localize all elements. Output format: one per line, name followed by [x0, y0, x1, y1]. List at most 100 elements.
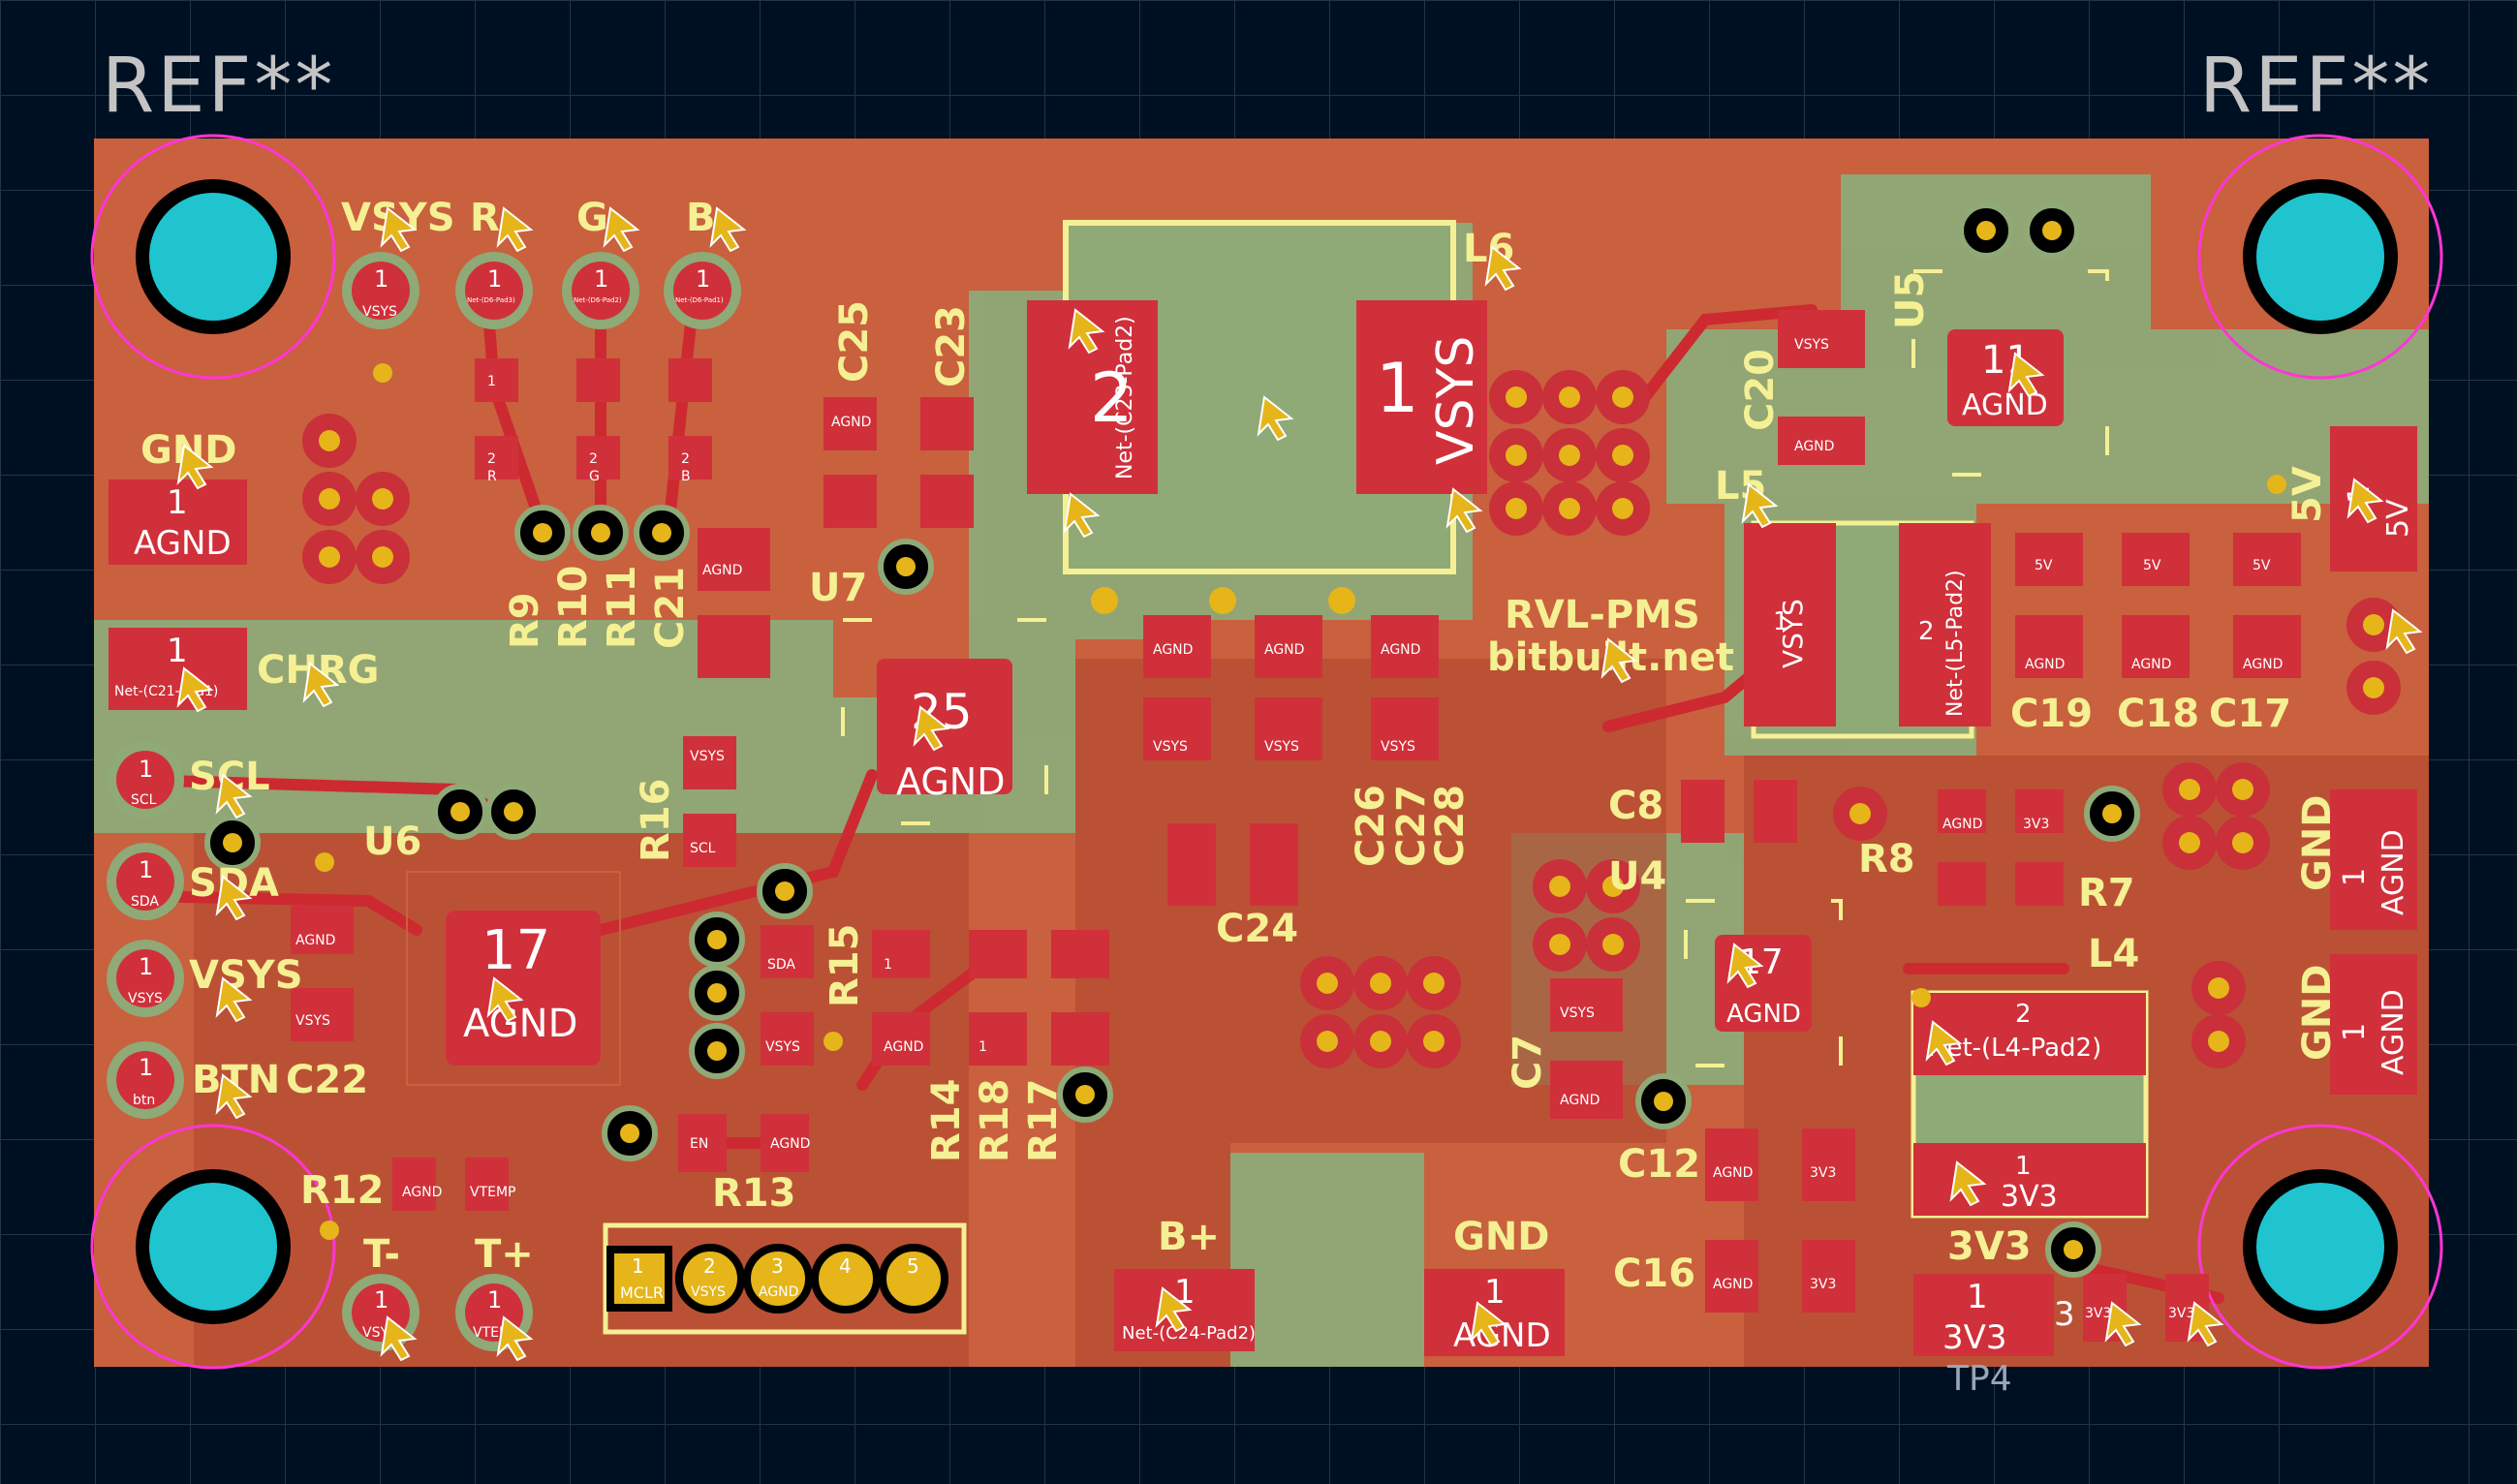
- svg-text:SCL: SCL: [131, 792, 157, 808]
- svg-text:C19: C19: [2010, 692, 2093, 736]
- svg-text:C12: C12: [1618, 1142, 1700, 1187]
- svg-text:C27: C27: [1389, 785, 1434, 867]
- svg-text:AGND: AGND: [2243, 657, 2283, 672]
- svg-text:SDA: SDA: [767, 957, 795, 973]
- testpoint-gnd-right2[interactable]: 1 AGND: [2330, 954, 2417, 1095]
- svg-text:C26: C26: [1349, 785, 1393, 867]
- svg-text:AGND: AGND: [2025, 657, 2065, 672]
- svg-text:3V3: 3V3: [2001, 1180, 2058, 1214]
- svg-text:GND: GND: [1453, 1215, 1550, 1259]
- svg-text:Net-(D6-Pad3): Net-(D6-Pad3): [467, 296, 515, 304]
- svg-text:5V: 5V: [2285, 466, 2330, 523]
- round-pad-scl[interactable]: 1 SCL: [107, 741, 184, 819]
- testpoint-gnd-left[interactable]: 1 AGND: [109, 479, 247, 565]
- svg-text:R12: R12: [300, 1168, 384, 1213]
- svg-text:U4: U4: [1608, 854, 1666, 899]
- svg-text:R: R: [487, 469, 497, 484]
- svg-text:3: 3: [771, 1254, 784, 1278]
- svg-text:AGND: AGND: [759, 1284, 798, 1300]
- round-pad-b[interactable]: 1 Net-(D6-Pad1): [664, 252, 741, 329]
- svg-text:5V: 5V: [2143, 558, 2161, 573]
- svg-text:17: 17: [482, 919, 550, 982]
- svg-text:5V: 5V: [2035, 558, 2053, 573]
- svg-text:R17: R17: [1021, 1079, 1066, 1162]
- inductor-l4[interactable]: 2 Net-(L4-Pad2) 1 3V3: [1911, 990, 2149, 1219]
- svg-text:AGND: AGND: [1560, 1093, 1600, 1108]
- svg-text:B: B: [686, 196, 716, 240]
- svg-text:2: 2: [1918, 617, 1935, 646]
- svg-text:Net-(D6-Pad2): Net-(D6-Pad2): [574, 296, 622, 304]
- silkscreen-labels: VSYS R G B GND CHRG SCL SDA VSYS BTN C22…: [140, 196, 2340, 1399]
- svg-text:Net-(C23-Pad2): Net-(C23-Pad2): [1113, 316, 1137, 479]
- svg-text:C18: C18: [2117, 692, 2199, 736]
- svg-text:C17: C17: [2209, 692, 2291, 736]
- round-pad-sda[interactable]: 1 SDA: [107, 843, 184, 920]
- svg-text:VSYS: VSYS: [1777, 599, 1809, 668]
- svg-text:AGND: AGND: [463, 1002, 577, 1046]
- round-pad-g[interactable]: 1 Net-(D6-Pad2): [562, 252, 639, 329]
- svg-text:2: 2: [1090, 358, 1134, 438]
- svg-text:1: 1: [2338, 868, 2372, 886]
- testpoint-chrg[interactable]: 1 Net-(C21-Pad1): [109, 628, 247, 710]
- testpoint-gnd-right1[interactable]: 1 AGND: [2330, 789, 2417, 930]
- svg-text:1: 1: [594, 265, 608, 293]
- svg-text:VSYS: VSYS: [1264, 739, 1299, 755]
- ratsnest-arrows: [176, 206, 2423, 1362]
- svg-text:C16: C16: [1613, 1252, 1695, 1296]
- round-pad-vsys[interactable]: 1 VSYS: [342, 252, 420, 329]
- small-pad-labels: 1 2 R 2 G 2 B AGND AGND AGND AGND AGND V…: [295, 337, 2283, 1334]
- svg-text:AGND: AGND: [134, 524, 232, 563]
- inductor-l5[interactable]: 1 VSYS 2 Net-(L5-Pad2): [1744, 520, 1991, 739]
- svg-text:5V: 5V: [2253, 558, 2271, 573]
- svg-text:VSYS: VSYS: [1427, 336, 1485, 465]
- header-j1[interactable]: 1 MCLR 2 VSYS 3 AGND 5 4: [603, 1222, 967, 1335]
- svg-text:VSYS: VSYS: [1153, 739, 1188, 755]
- round-pad-r[interactable]: 1 Net-(D6-Pad3): [455, 252, 533, 329]
- svg-text:AGND: AGND: [702, 563, 742, 578]
- svg-text:3: 3: [2054, 1295, 2075, 1334]
- testpoint-3v3[interactable]: 1 3V3: [1913, 1274, 2054, 1357]
- svg-text:C21: C21: [648, 567, 693, 649]
- svg-text:U7: U7: [809, 566, 867, 610]
- svg-text:AGND: AGND: [1264, 642, 1304, 658]
- svg-text:VSYS: VSYS: [1560, 1005, 1595, 1021]
- round-pad-btn[interactable]: 1 btn: [107, 1041, 184, 1119]
- svg-text:1: 1: [884, 957, 892, 973]
- svg-text:1: 1: [632, 1254, 644, 1278]
- svg-text:5: 5: [907, 1254, 919, 1278]
- svg-text:AGND: AGND: [1794, 439, 1834, 454]
- svg-text:AGND: AGND: [295, 933, 335, 948]
- svg-text:2: 2: [681, 451, 690, 467]
- svg-text:C20: C20: [1738, 349, 1783, 431]
- svg-text:C23: C23: [929, 305, 974, 387]
- svg-text:3V3: 3V3: [1947, 1224, 2032, 1269]
- svg-text:1: 1: [487, 374, 496, 389]
- ic-u6[interactable]: 17 AGND: [406, 871, 621, 1086]
- svg-text:AGND: AGND: [1713, 1165, 1753, 1181]
- svg-text:AGND: AGND: [1942, 817, 1982, 832]
- svg-text:AGND: AGND: [884, 1039, 923, 1055]
- svg-text:G: G: [589, 469, 600, 484]
- svg-text:VSYS: VSYS: [295, 1013, 330, 1029]
- vias: [204, 202, 2401, 1278]
- svg-text:R13: R13: [712, 1171, 795, 1216]
- svg-text:1: 1: [1967, 1278, 1988, 1316]
- inductor-l6[interactable]: 2 Net-(C23-Pad2) 1 VSYS: [1027, 220, 1487, 574]
- svg-text:2: 2: [487, 451, 496, 467]
- board-title: RVL-PMS: [1505, 593, 1700, 637]
- svg-text:VSYS: VSYS: [691, 1284, 726, 1300]
- round-pad-vsys-left[interactable]: 1 VSYS: [107, 940, 184, 1017]
- svg-text:VSYS: VSYS: [1794, 337, 1829, 353]
- svg-text:AGND: AGND: [402, 1185, 442, 1200]
- svg-text:1: 1: [696, 265, 710, 293]
- svg-text:AGND: AGND: [1381, 642, 1420, 658]
- svg-text:R8: R8: [1858, 837, 1915, 881]
- svg-text:C22: C22: [286, 1058, 368, 1102]
- svg-text:TP4: TP4: [1946, 1359, 2012, 1399]
- svg-text:VSYS: VSYS: [189, 953, 303, 998]
- ref-label-left: REF**: [102, 43, 335, 130]
- svg-text:VSYS: VSYS: [1381, 739, 1415, 755]
- svg-text:SDA: SDA: [131, 894, 159, 910]
- svg-text:B: B: [681, 469, 691, 484]
